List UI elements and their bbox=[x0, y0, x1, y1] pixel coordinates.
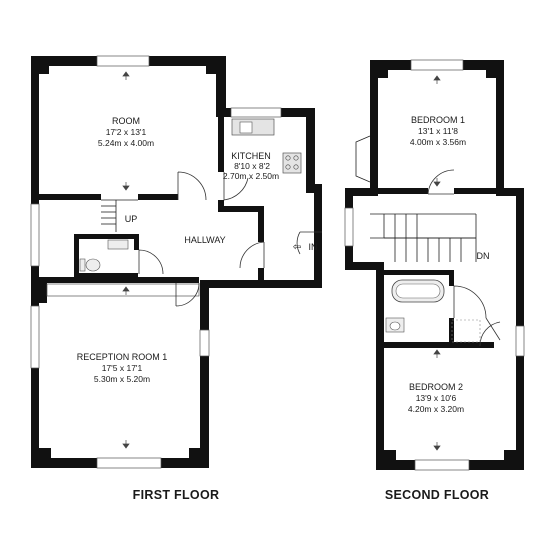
second-floor-title: SECOND FLOOR bbox=[385, 488, 489, 502]
first-floor-title: FIRST FLOOR bbox=[133, 488, 220, 502]
first-floor-doors bbox=[138, 171, 322, 307]
first-floor-fixtures bbox=[79, 118, 302, 272]
stairs-up-label: UP bbox=[125, 214, 138, 224]
second-floor-fixtures bbox=[385, 279, 481, 343]
kitchen-size-imperial: 8'10 x 8'2 bbox=[234, 161, 270, 171]
reception-name: RECEPTION ROOM 1 bbox=[77, 352, 168, 362]
bedroom1-name: BEDROOM 1 bbox=[411, 115, 465, 125]
room-size-metric: 5.24m x 4.00m bbox=[98, 138, 154, 148]
room-name: ROOM bbox=[112, 116, 140, 126]
first-floor-walls bbox=[31, 56, 322, 468]
room-size-imperial: 17'2 x 13'1 bbox=[106, 127, 147, 137]
dimension-markers bbox=[122, 71, 441, 451]
second-floor-stairs bbox=[370, 213, 477, 262]
second-floor-doors bbox=[427, 169, 501, 347]
bedroom2-name: BEDROOM 2 bbox=[409, 382, 463, 392]
stairs-down-label: DN bbox=[477, 251, 490, 261]
entrance-arrow-icon: ⇦ bbox=[293, 242, 301, 253]
second-floor-windows bbox=[344, 59, 525, 471]
entrance-label: IN bbox=[309, 242, 318, 252]
first-floor-stairs bbox=[101, 199, 138, 232]
bedroom1-size-imperial: 13'1 x 11'8 bbox=[418, 126, 458, 136]
hallway-name: HALLWAY bbox=[184, 235, 225, 245]
bedroom2-size-metric: 4.20m x 3.20m bbox=[408, 404, 464, 414]
bedroom2-size-imperial: 13'9 x 10'6 bbox=[416, 393, 457, 403]
reception-size-imperial: 17'5 x 17'1 bbox=[102, 363, 143, 373]
kitchen-size-metric: 2.70m x 2.50m bbox=[223, 171, 279, 181]
second-floor-plan: BEDROOM 1 13'1 x 11'8 4.00m x 3.56m DN B… bbox=[344, 59, 525, 502]
first-floor-windows bbox=[30, 55, 282, 469]
first-floor-plan: ROOM 17'2 x 13'1 5.24m x 4.00m KITCHEN 8… bbox=[30, 55, 322, 502]
reception-size-metric: 5.30m x 5.20m bbox=[94, 374, 150, 384]
kitchen-name: KITCHEN bbox=[231, 151, 271, 161]
bedroom1-size-metric: 4.00m x 3.56m bbox=[410, 137, 466, 147]
